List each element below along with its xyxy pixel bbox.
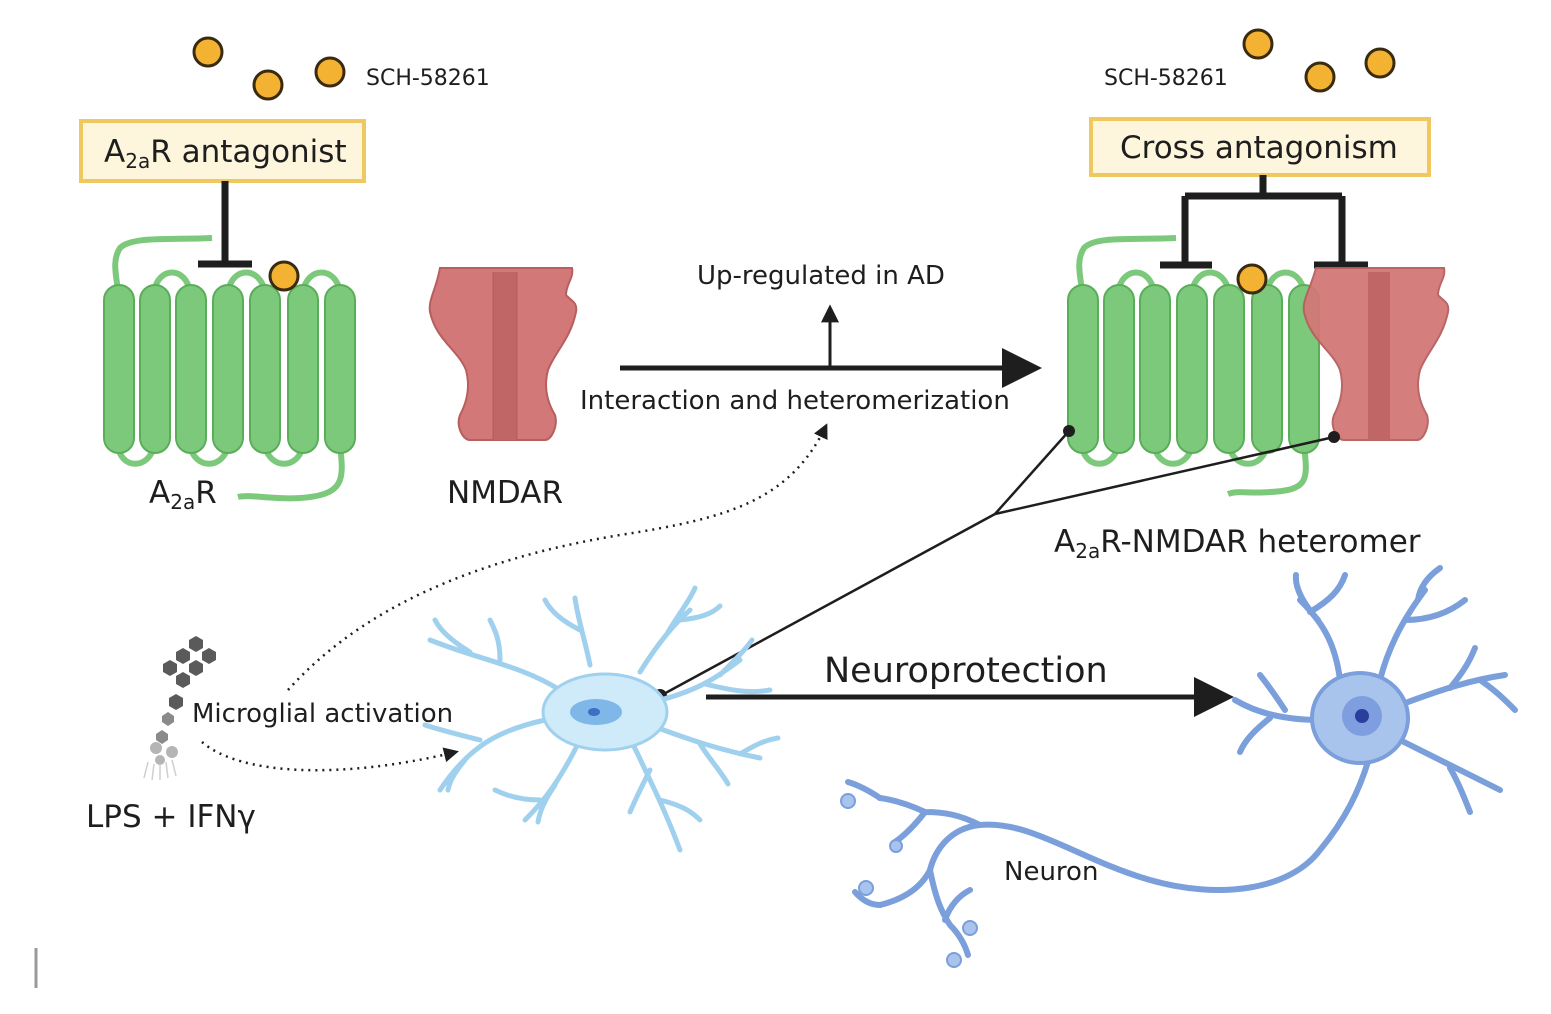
zoom-dot: [1328, 431, 1340, 443]
a2ar-prefix: A: [149, 475, 170, 511]
heteromer-subscript: 2a: [1075, 539, 1100, 563]
antagonist-inhibition-line: [198, 181, 252, 268]
right-ligand-label: SCH-58261: [1104, 66, 1228, 91]
a2ar-antagonist-box: A2aR antagonist: [79, 119, 366, 183]
bound-ligand-dot: [1236, 263, 1268, 295]
neuron-cell: [845, 565, 1518, 958]
heteromer-prefix: A: [1054, 524, 1075, 560]
nmdar-label: NMDAR: [447, 475, 563, 511]
upregulated-label: Up-regulated in AD: [697, 261, 945, 291]
cross-antagonism-inhibition: [1160, 175, 1368, 269]
lps-label: LPS + IFNγ: [86, 799, 256, 835]
heteromer-a2ar: [1067, 235, 1320, 497]
neuron-label: Neuron: [1004, 857, 1098, 887]
nmdar-receptor: [428, 267, 578, 441]
antagonist-subscript: 2a: [125, 149, 150, 173]
interaction-label: Interaction and heteromerization: [580, 386, 1010, 416]
left-ligand-label: SCH-58261: [366, 66, 490, 91]
left-ligands: [192, 36, 346, 101]
dotted-arrow-to-microglia: [201, 741, 459, 772]
ligand-dot: [1242, 28, 1274, 60]
antagonist-prefix: A: [104, 134, 125, 170]
zoom-dot: [1063, 425, 1075, 437]
a2ar-receptor: [103, 235, 356, 502]
right-ligands: [1242, 28, 1396, 93]
cross-antagonism-box: Cross antagonism: [1089, 117, 1431, 177]
a2ar-label: A2aR: [149, 475, 217, 514]
lps-molecule-icon: [143, 636, 216, 781]
a2ar-subscript: 2a: [170, 490, 195, 514]
cross-antagonism-label: Cross antagonism: [1120, 130, 1398, 166]
microglial-label: Microglial activation: [192, 699, 453, 729]
heteromer-label: A2aR-NMDAR heteromer: [1054, 524, 1421, 563]
antagonist-suffix: R antagonist: [150, 134, 346, 170]
neuron-terminals: [840, 793, 978, 968]
microglia-cell: [422, 585, 781, 853]
svg-text:A2aR antagonist: A2aR antagonist: [104, 134, 347, 173]
ligand-dot: [314, 56, 346, 88]
heteromer-nmdar: [1302, 267, 1450, 441]
zoom-lines: [659, 430, 1335, 698]
ligand-dot: [1364, 47, 1396, 79]
ligand-dot: [192, 36, 224, 68]
ligand-dot: [252, 69, 284, 101]
ligand-dot: [1304, 61, 1336, 93]
neuroprotection-label: Neuroprotection: [824, 651, 1108, 691]
a2ar-suffix: R: [195, 475, 217, 511]
heteromer-suffix: R-NMDAR heteromer: [1100, 524, 1421, 560]
bound-ligand-dot: [268, 260, 300, 292]
